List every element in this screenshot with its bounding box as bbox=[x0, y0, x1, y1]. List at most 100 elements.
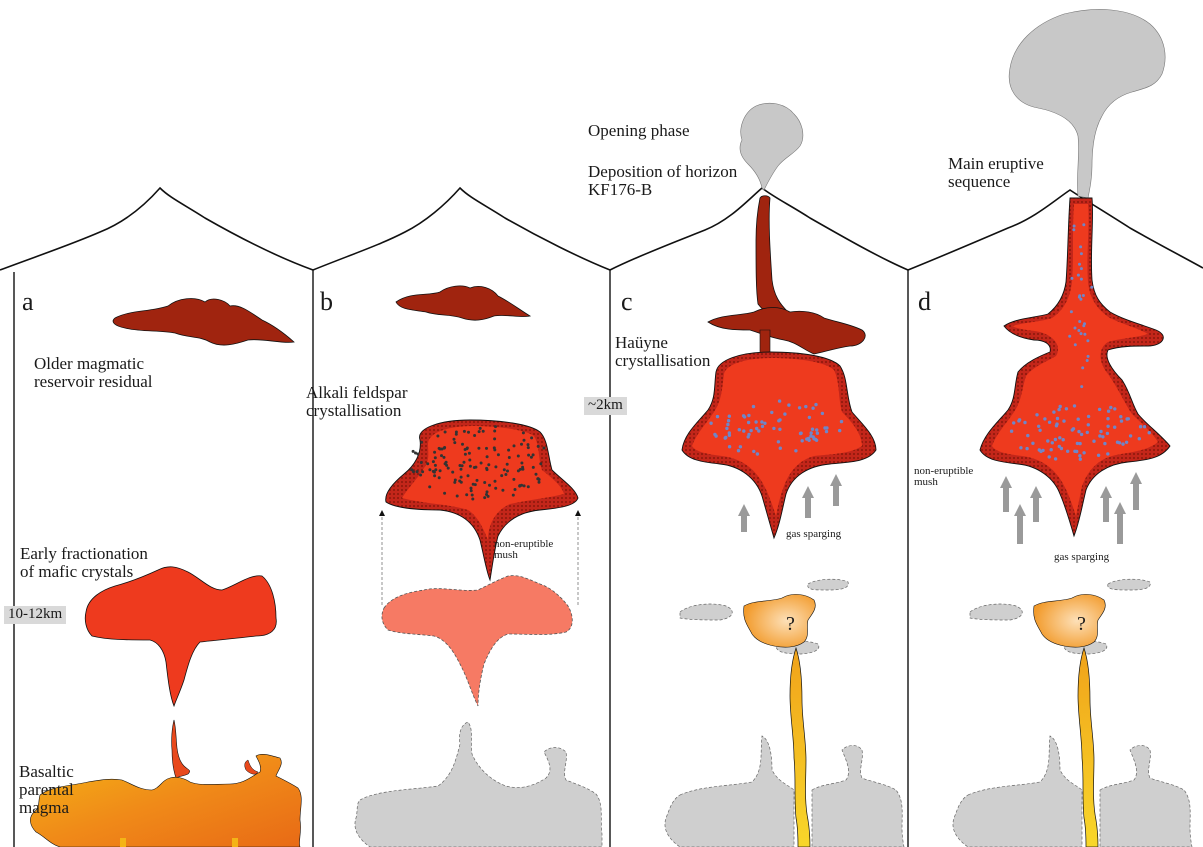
crystal-dot bbox=[1055, 422, 1058, 425]
older-reservoir-c bbox=[708, 308, 865, 355]
crystal-dot bbox=[443, 447, 446, 450]
mush-label-b: non-eruptible mush bbox=[494, 539, 553, 561]
crystal-dot bbox=[814, 438, 817, 441]
crystal-dot bbox=[1118, 441, 1121, 444]
crystal-dot bbox=[1023, 421, 1026, 424]
crystal-dot bbox=[763, 422, 766, 425]
crystal-dot bbox=[1010, 430, 1013, 433]
crystal-dot bbox=[815, 428, 818, 431]
crystal-dot bbox=[1080, 332, 1083, 335]
question-magma-d bbox=[1034, 594, 1106, 647]
crystal-dot bbox=[440, 454, 443, 457]
crystal-dot bbox=[485, 447, 488, 450]
hauyne-label: Haüyne crystallisation bbox=[615, 334, 710, 370]
crystal-dot bbox=[1038, 429, 1041, 432]
crystal-dot bbox=[1125, 441, 1128, 444]
alkali-feldspar-label: Alkali feldspar crystallisation bbox=[306, 384, 408, 420]
crystal-dot bbox=[1077, 329, 1080, 332]
ghost-basalt-b bbox=[355, 722, 602, 847]
question-label-d: ? bbox=[1077, 614, 1086, 635]
crystal-dot bbox=[1079, 245, 1082, 248]
crystal-dot bbox=[761, 425, 764, 428]
crystal-dot bbox=[808, 416, 811, 419]
dike-a bbox=[172, 720, 190, 778]
crystal-dot bbox=[770, 411, 773, 414]
crystal-dot bbox=[810, 431, 813, 434]
crystal-dot bbox=[428, 468, 431, 471]
crystal-dot bbox=[825, 430, 828, 433]
crystal-dot bbox=[473, 434, 476, 437]
crystal-dot bbox=[426, 462, 429, 465]
crystal-dot bbox=[444, 431, 447, 434]
crystal-dot bbox=[482, 430, 485, 433]
crystal-dot bbox=[467, 431, 470, 434]
early-fractionation-label: Early fractionation of mafic crystals bbox=[20, 545, 148, 581]
crystal-dot bbox=[460, 476, 463, 479]
crystal-dot bbox=[755, 427, 758, 430]
crystal-dot bbox=[470, 487, 473, 490]
crystal-dot bbox=[1038, 448, 1041, 451]
crystal-dot bbox=[709, 422, 712, 425]
crystal-dot bbox=[1048, 421, 1051, 424]
crystal-dot bbox=[1057, 408, 1060, 411]
crystal-dot bbox=[1107, 410, 1110, 413]
crystal-dot bbox=[724, 436, 727, 439]
crystal-dot bbox=[434, 456, 437, 459]
early-fractionation-chamber bbox=[85, 567, 276, 706]
crystal-dot bbox=[412, 450, 415, 453]
crystal-dot bbox=[1077, 274, 1080, 277]
crystal-dot bbox=[1078, 263, 1081, 266]
crystal-dot bbox=[468, 459, 471, 462]
crystal-dot bbox=[756, 452, 759, 455]
crystal-dot bbox=[504, 473, 507, 476]
crystal-dot bbox=[728, 445, 731, 448]
crystal-dot bbox=[1127, 417, 1130, 420]
crystal-dot bbox=[532, 466, 535, 469]
crystal-dot bbox=[801, 439, 804, 442]
crystal-dot bbox=[527, 485, 530, 488]
crystal-dot bbox=[453, 481, 456, 484]
crystal-dot bbox=[1078, 296, 1081, 299]
crystal-dot bbox=[538, 481, 541, 484]
crystal-dot bbox=[747, 435, 750, 438]
crystal-dot bbox=[465, 493, 468, 496]
crystal-dot bbox=[1058, 436, 1061, 439]
panel-letter-d: d bbox=[918, 288, 931, 315]
crystal-dot bbox=[539, 462, 542, 465]
crystal-dot bbox=[527, 443, 530, 446]
crystal-dot bbox=[1031, 442, 1034, 445]
crystal-dot bbox=[742, 429, 745, 432]
crystal-dot bbox=[1073, 225, 1076, 228]
crystal-dot bbox=[503, 468, 506, 471]
crystal-dot bbox=[512, 478, 515, 481]
crystal-dot bbox=[1062, 419, 1065, 422]
crystal-dot bbox=[821, 412, 824, 415]
crystal-dot bbox=[1098, 434, 1101, 437]
crystal-dot bbox=[473, 466, 476, 469]
crystal-dot bbox=[778, 399, 781, 402]
crystal-dot bbox=[497, 453, 500, 456]
crystal-dot bbox=[483, 481, 486, 484]
crystal-dot bbox=[1080, 267, 1083, 270]
crystal-dot bbox=[787, 403, 790, 406]
crystal-dot bbox=[727, 419, 730, 422]
crystal-dot bbox=[1139, 425, 1142, 428]
crystal-dot bbox=[1087, 415, 1090, 418]
crystal-dot bbox=[519, 468, 522, 471]
ghost-basalt-c bbox=[665, 736, 904, 847]
crystal-dot bbox=[434, 468, 437, 471]
crystal-dot bbox=[433, 451, 436, 454]
crystal-dot bbox=[1080, 252, 1083, 255]
gas-sparging-label-d: gas sparging bbox=[1054, 552, 1109, 563]
basaltic-parental-label: Basaltic parental magma bbox=[19, 763, 74, 817]
crystal-dot bbox=[468, 452, 471, 455]
crystal-dot bbox=[476, 479, 479, 482]
crystal-dot bbox=[1083, 333, 1086, 336]
crystal-dot bbox=[421, 470, 424, 473]
crystal-dot bbox=[1025, 447, 1028, 450]
crystal-dot bbox=[1077, 418, 1080, 421]
crystal-dot bbox=[778, 428, 781, 431]
crystal-dot bbox=[1086, 359, 1089, 362]
panel-letter-c: c bbox=[621, 288, 633, 315]
question-label-c: ? bbox=[786, 614, 795, 635]
